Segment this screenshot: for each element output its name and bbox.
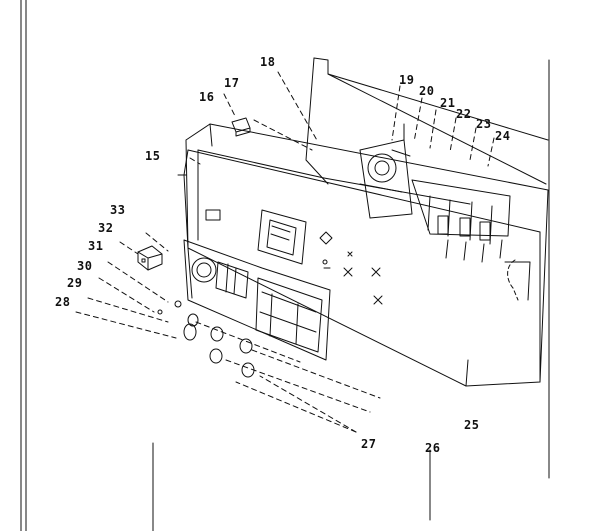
callout-31: 31 [88,239,104,253]
callout-29: 29 [67,276,83,290]
knobs [157,300,255,378]
callout-20: 20 [419,84,435,98]
callout-16: 16 [199,90,215,104]
callout-28: 28 [55,295,71,309]
frame-lines [20,0,550,531]
control-panel-housing [177,123,549,387]
clip-part [231,117,251,137]
leader-lines [75,71,495,433]
callout-27: 27 [361,437,377,451]
callout-23: 23 [476,117,492,131]
callout-22: 22 [456,107,472,121]
callout-18: 18 [260,55,276,69]
panel-symbols [319,231,383,305]
display-window [257,209,307,265]
callout-15: 15 [145,149,161,163]
callout-32: 32 [98,221,114,235]
callout-21: 21 [440,96,456,110]
timer-assembly [305,57,549,263]
callout-19: 19 [399,73,415,87]
callout-26: 26 [425,441,441,455]
front-bezel [183,239,331,361]
callout-25: 25 [464,418,480,432]
callout-30: 30 [77,259,93,273]
connector-block [137,245,163,271]
callout-33: 33 [110,203,126,217]
callout-24: 24 [495,129,511,143]
callout-17: 17 [224,76,240,90]
